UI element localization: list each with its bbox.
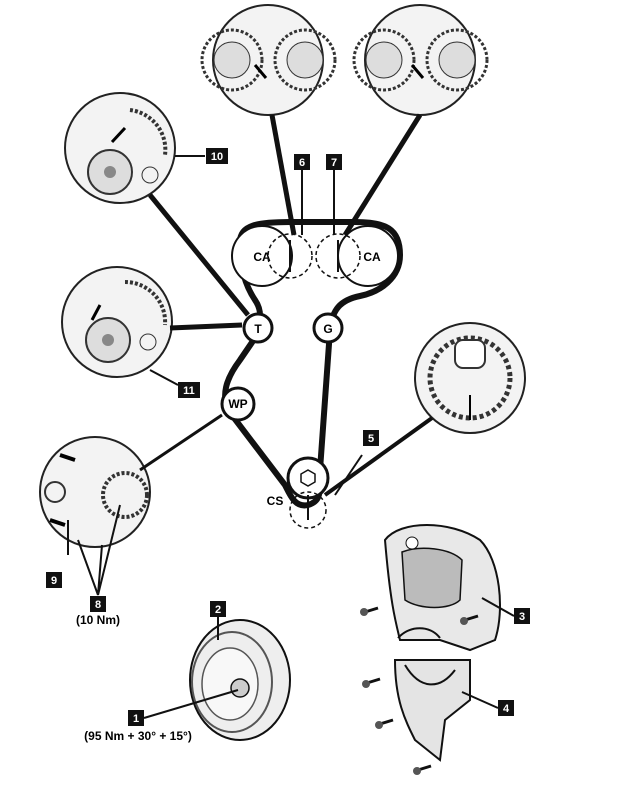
torque-label-tensioner: (10 Nm): [76, 613, 120, 627]
callout-4: 4: [498, 700, 514, 716]
detail-tensioner-10: [64, 92, 176, 204]
cover-bolt-icon: [360, 606, 379, 616]
svg-text:9: 9: [51, 575, 57, 587]
callout-8: 8: [90, 596, 106, 612]
crankshaft-pulley: CS: [267, 456, 330, 529]
rotation-arrow-icon: [49, 518, 66, 527]
torque-label-crank: (95 Nm + 30° + 15°): [84, 729, 192, 743]
cover-bolt-icon: [375, 718, 394, 729]
svg-text:3: 3: [519, 611, 525, 623]
tensioner-label: T: [254, 322, 262, 336]
detail-camshaft-left: [200, 4, 337, 116]
callout-9: 9: [46, 572, 62, 588]
detail-camshaft-right: [352, 4, 489, 116]
callout-1: 1: [128, 710, 144, 726]
cover-bolt-icon: [460, 614, 479, 625]
svg-text:4: 4: [503, 703, 510, 715]
detail-tensioner-11: [61, 266, 173, 378]
callout-5: 5: [363, 430, 379, 446]
svg-text:1: 1: [133, 713, 139, 725]
alignment-arrow-icon: [410, 64, 425, 79]
crankshaft-damper: [189, 619, 291, 741]
svg-text:7: 7: [331, 157, 337, 169]
callout-10: 10: [206, 148, 228, 164]
idler-label: G: [323, 322, 332, 336]
alignment-arrow-icon: [110, 126, 127, 144]
callout-7: 7: [326, 154, 342, 170]
water-pump-pulley: WP: [220, 386, 256, 422]
water-pump-label: WP: [228, 397, 247, 411]
svg-text:6: 6: [299, 157, 305, 169]
callout-2: 2: [210, 601, 226, 617]
svg-text:8: 8: [95, 599, 101, 611]
timing-cover-lower: [393, 659, 471, 762]
callout-11: 11: [178, 382, 200, 398]
crankshaft-label: CS: [267, 494, 284, 508]
callout-6: 6: [294, 154, 310, 170]
camshaft-pulley-right: CA: [337, 225, 399, 287]
detail-crankshaft: [414, 322, 526, 434]
camshaft-pulley-label: CA: [363, 250, 381, 264]
camshaft-pulley-left: CA: [231, 225, 293, 287]
svg-text:11: 11: [183, 385, 195, 397]
tensioner-pulley: T: [242, 312, 274, 344]
svg-text:10: 10: [211, 151, 223, 163]
detail-tensioner-adjust: [39, 436, 151, 548]
callout-3: 3: [514, 608, 530, 624]
rotation-arrow-icon: [59, 453, 76, 462]
svg-text:5: 5: [368, 433, 374, 445]
svg-text:2: 2: [215, 604, 221, 616]
timing-cover-upper: [383, 524, 501, 652]
camshaft-pulley-label: CA: [253, 250, 271, 264]
idler-pulley: G: [312, 312, 344, 344]
crank-bolt-icon: [230, 678, 250, 698]
alignment-arrow-icon: [253, 64, 268, 79]
cover-bolt-icon: [362, 677, 381, 688]
cover-bolt-icon: [413, 764, 432, 775]
alignment-arrow-icon: [90, 304, 102, 321]
